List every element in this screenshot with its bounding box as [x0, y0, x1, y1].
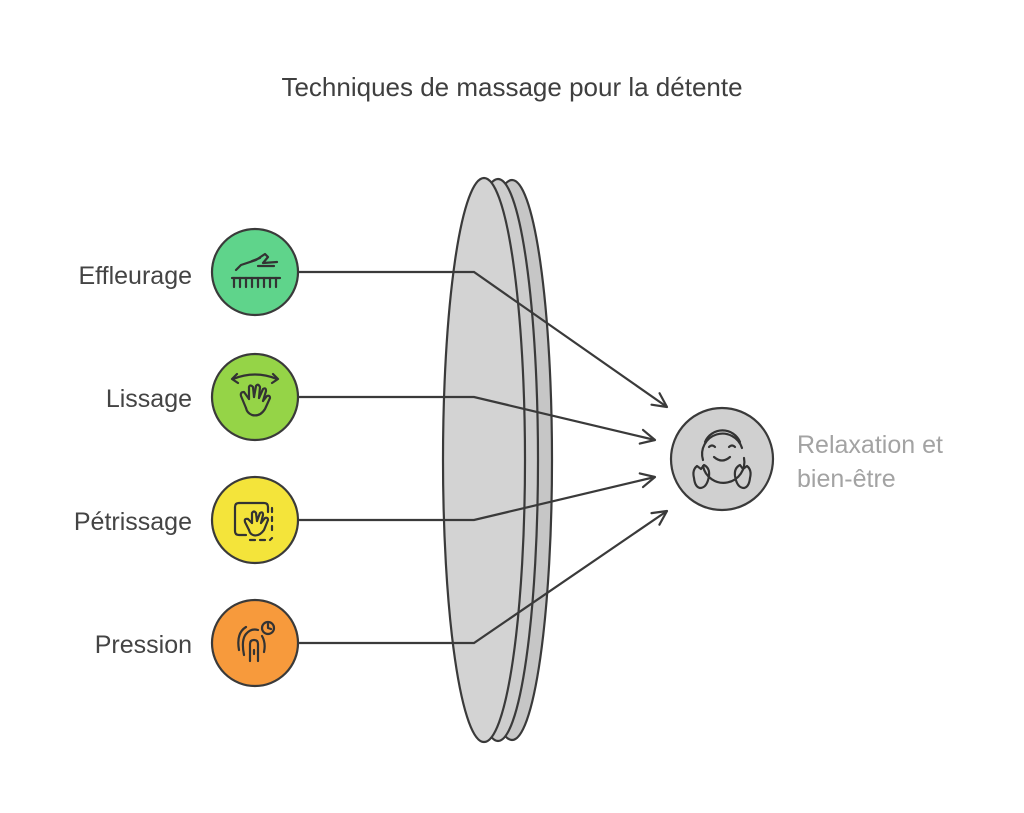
- label-petrissage: Pétrissage: [73, 508, 192, 536]
- finger-pressure-icon: [237, 620, 276, 663]
- hand-kneading-icon: [233, 501, 274, 542]
- hand-smoothing-icon: [230, 372, 280, 417]
- connector-effleurage: [298, 270, 669, 409]
- label-effleurage: Effleurage: [78, 262, 192, 290]
- node-relaxation: [669, 406, 775, 512]
- hand-stroking-icon: [230, 252, 282, 289]
- node-petrissage: [210, 475, 300, 565]
- label-lissage: Lissage: [105, 385, 192, 413]
- node-lissage: [210, 352, 300, 442]
- result-label: Relaxation et bien-être: [797, 428, 943, 496]
- connector-petrissage: [298, 472, 657, 522]
- node-pression: [210, 598, 300, 688]
- lens-shape: [441, 176, 554, 744]
- connector-pression: [298, 509, 669, 645]
- diagram-title: Techniques de massage pour la détente: [281, 72, 743, 102]
- label-pression: Pression: [94, 631, 192, 659]
- result-label-line1: Relaxation et: [797, 431, 943, 459]
- connector-lissage: [298, 395, 657, 445]
- happy-face-icon: [692, 429, 752, 490]
- result-label-line2: bien-être: [797, 465, 896, 493]
- node-effleurage: [210, 227, 300, 317]
